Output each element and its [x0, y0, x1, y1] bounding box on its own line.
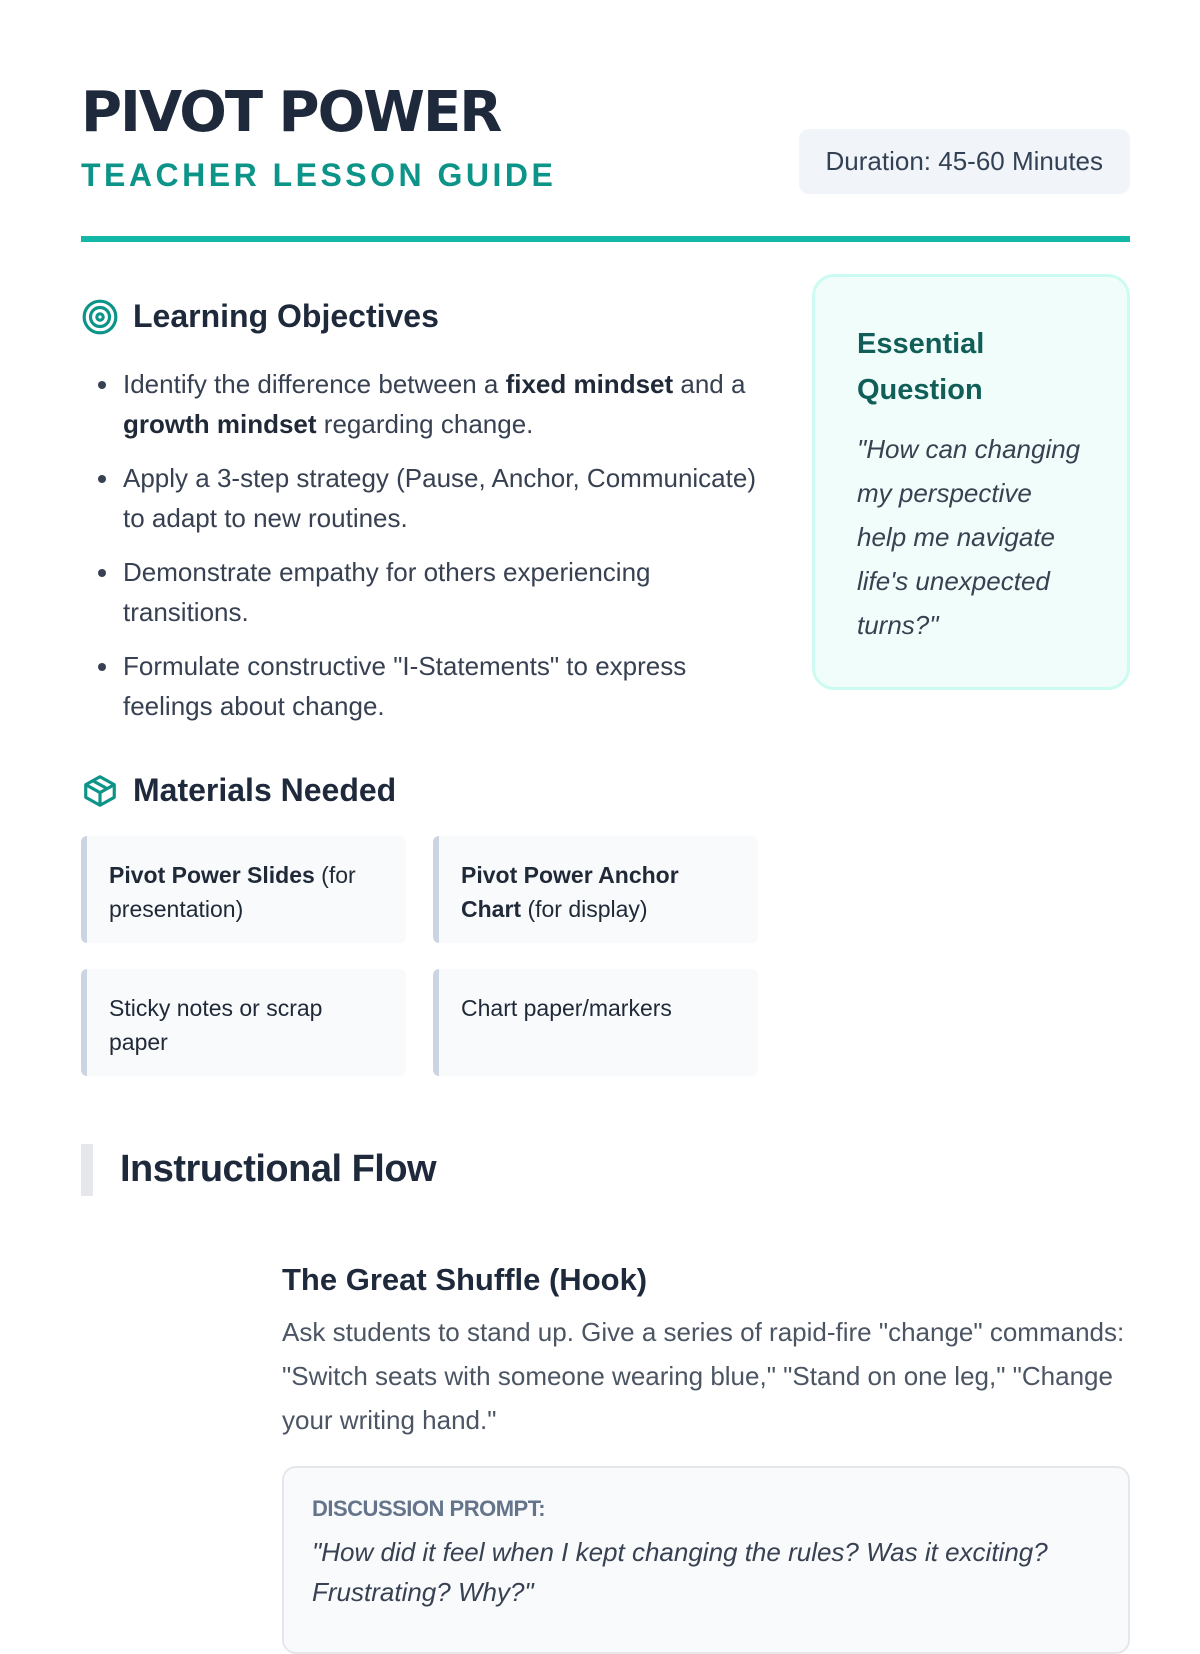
flow-step: The Great Shuffle (Hook) Ask students to… — [282, 1262, 1130, 1654]
step-title: The Great Shuffle (Hook) — [282, 1261, 648, 1297]
material-card: Chart paper/markers — [433, 968, 758, 1076]
material-card: Sticky notes or scrap paper — [81, 968, 406, 1076]
essential-question-heading: Essential Question — [857, 327, 985, 406]
essential-question-text: "How can changing my perspective help me… — [857, 433, 1081, 640]
objectives-heading-text: Learning Objectives — [133, 298, 439, 335]
target-icon — [82, 299, 118, 335]
essential-question-card: Essential Question "How can changing my … — [812, 273, 1130, 690]
duration-badge: Duration: 45-60 Minutes — [798, 128, 1130, 194]
heading-accent-bar — [81, 1143, 93, 1196]
instructional-flow-title: Instructional Flow — [120, 1148, 437, 1191]
discussion-prompt: DISCUSSION PROMPT: "How did it feel when… — [282, 1465, 1130, 1654]
instructional-flow-heading: Instructional Flow — [81, 1143, 1130, 1196]
package-icon — [84, 774, 116, 807]
materials-heading: Materials Needed — [81, 772, 758, 810]
materials-heading-text: Materials Needed — [133, 772, 397, 809]
list-item: Demonstrate empathy for others experienc… — [121, 552, 758, 632]
list-item: Apply a 3-step strategy (Pause, Anchor, … — [121, 458, 758, 538]
prompt-label: DISCUSSION PROMPT: — [312, 1495, 546, 1521]
step-body: Ask students to stand up. Give a series … — [282, 1316, 1125, 1435]
materials-grid: Pivot Power Slides (for presentation) Pi… — [81, 835, 758, 1076]
page-subtitle: TEACHER LESSON GUIDE — [81, 156, 557, 193]
objectives-heading: Learning Objectives — [81, 298, 758, 336]
list-item: Identify the difference between a fixed … — [121, 364, 758, 444]
list-item: Formulate constructive "I-Statements" to… — [121, 646, 758, 726]
material-card: Pivot Power Slides (for presentation) — [81, 835, 406, 943]
material-card: Pivot Power Anchor Chart (for display) — [433, 835, 758, 943]
page-title: PIVOT POWER — [81, 80, 502, 145]
header: PIVOT POWER TEACHER LESSON GUIDE Duratio… — [81, 80, 1130, 242]
objectives-list: Identify the difference between a fixed … — [121, 364, 758, 726]
